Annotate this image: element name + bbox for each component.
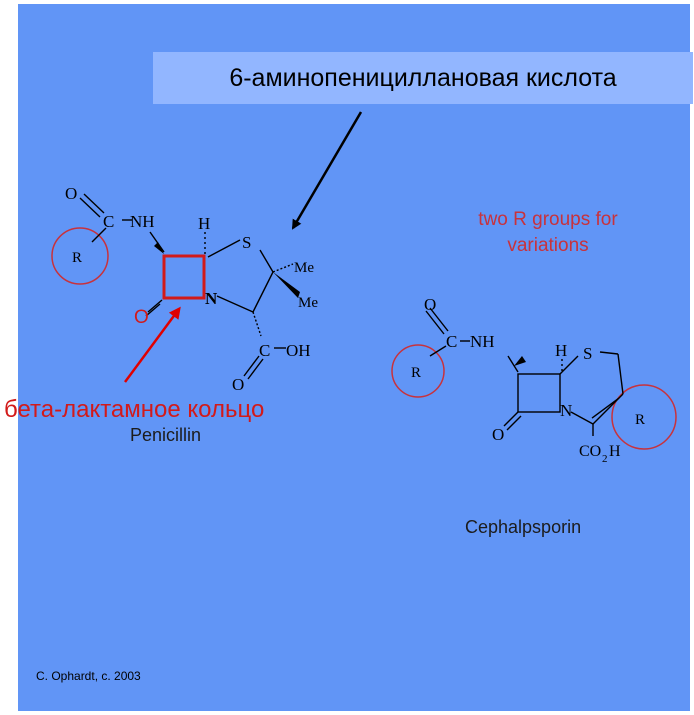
r-groups-note-line1: two R groups for <box>478 209 618 230</box>
copyright: C. Ophardt, c. 2003 <box>36 669 141 683</box>
r-groups-note-line2: variations <box>507 235 589 256</box>
cephalosporin-structure <box>391 307 677 450</box>
ring-arrow <box>123 306 181 383</box>
ceph-atom-co2h: CO <box>579 443 601 460</box>
pen-atom-r: R <box>72 250 82 266</box>
ceph-atom-h: H <box>555 341 567 360</box>
ceph-atom-sub2: 2 <box>602 453 608 465</box>
cephalosporin-name: Cephalpsporin <box>465 517 582 537</box>
ceph-atom-c: C <box>446 332 457 351</box>
beta-lactam-caption: бета-лактамное кольцо <box>4 396 265 423</box>
ceph-atom-n: N <box>560 401 572 420</box>
beta-lactam-square <box>162 254 206 300</box>
r-groups-note: two R groups for variations <box>413 207 683 259</box>
ceph-atom-h-end: H <box>609 443 621 460</box>
ceph-atom-r2: R <box>635 412 645 428</box>
ceph-atom-o-lactam: O <box>492 425 504 444</box>
pen-atom-c: C <box>103 212 114 231</box>
pen-atom-me2: Me <box>298 295 318 311</box>
pen-atom-me1: Me <box>294 260 314 276</box>
pen-atom-o-lactam: O <box>134 307 149 328</box>
penicillin-r-circle <box>51 227 109 285</box>
ceph-atom-o-acyl: O <box>424 295 436 314</box>
pen-atom-nh: NH <box>130 212 155 231</box>
pen-atom-o-acid: O <box>232 375 244 394</box>
ceph-atom-nh: NH <box>470 332 495 351</box>
caption-box: 6-аминопенициллановая кислота <box>153 52 693 104</box>
structures-drawing: O C NH R H S Me Me N O C OH O O C NH R H… <box>51 111 677 465</box>
ceph-atom-s: S <box>583 344 592 363</box>
caption-arrow <box>291 111 363 230</box>
pen-atom-oh: OH <box>286 341 311 360</box>
caption-top-text: 6-аминопенициллановая кислота <box>229 63 617 92</box>
slide-panel: O C NH R H S Me Me N O C OH O O C NH R H… <box>4 4 693 711</box>
cephalosporin-r1-circle <box>391 344 445 398</box>
pen-atom-c-acid: C <box>259 341 270 360</box>
pen-atom-h: H <box>198 214 210 233</box>
pen-atom-s: S <box>242 233 251 252</box>
penicillin-name: Penicillin <box>130 425 202 445</box>
pen-atom-o-acyl: O <box>65 184 77 203</box>
ceph-atom-r1: R <box>411 365 421 381</box>
penicillin-structure <box>51 193 300 380</box>
cephalosporin-r2-circle <box>611 384 677 450</box>
pen-atom-n: N <box>205 289 218 308</box>
